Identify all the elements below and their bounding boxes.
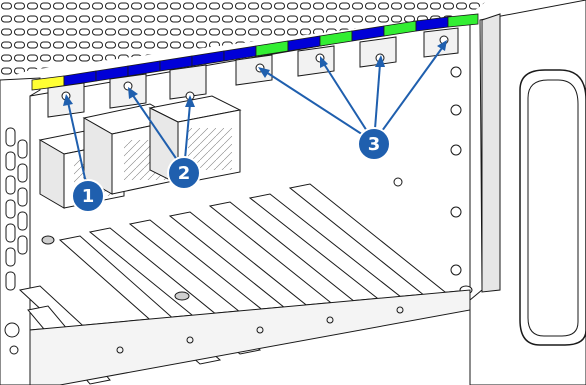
leader-1 xyxy=(67,101,89,193)
slot-marker-4 xyxy=(127,60,161,77)
callout-3-label: 3 xyxy=(368,134,381,155)
callout-1: 1 xyxy=(71,179,105,213)
slot-brackets xyxy=(47,27,459,118)
chassis-right-wall xyxy=(469,0,586,385)
screw-slot-2 xyxy=(123,81,133,91)
leader-3d xyxy=(373,47,443,143)
chassis-bottom-lip xyxy=(29,289,471,385)
handle-cutout xyxy=(519,69,586,346)
leader-3a xyxy=(265,71,375,143)
callout-3: 3 xyxy=(357,127,391,161)
callout-1-label: 1 xyxy=(82,186,95,207)
chassis-top-vent xyxy=(0,0,488,80)
leader-3b xyxy=(323,63,375,143)
callout-2-label: 2 xyxy=(178,163,191,184)
callout-2: 2 xyxy=(167,156,201,190)
leader-2a xyxy=(131,93,185,171)
slot-marker-14 xyxy=(447,13,479,28)
